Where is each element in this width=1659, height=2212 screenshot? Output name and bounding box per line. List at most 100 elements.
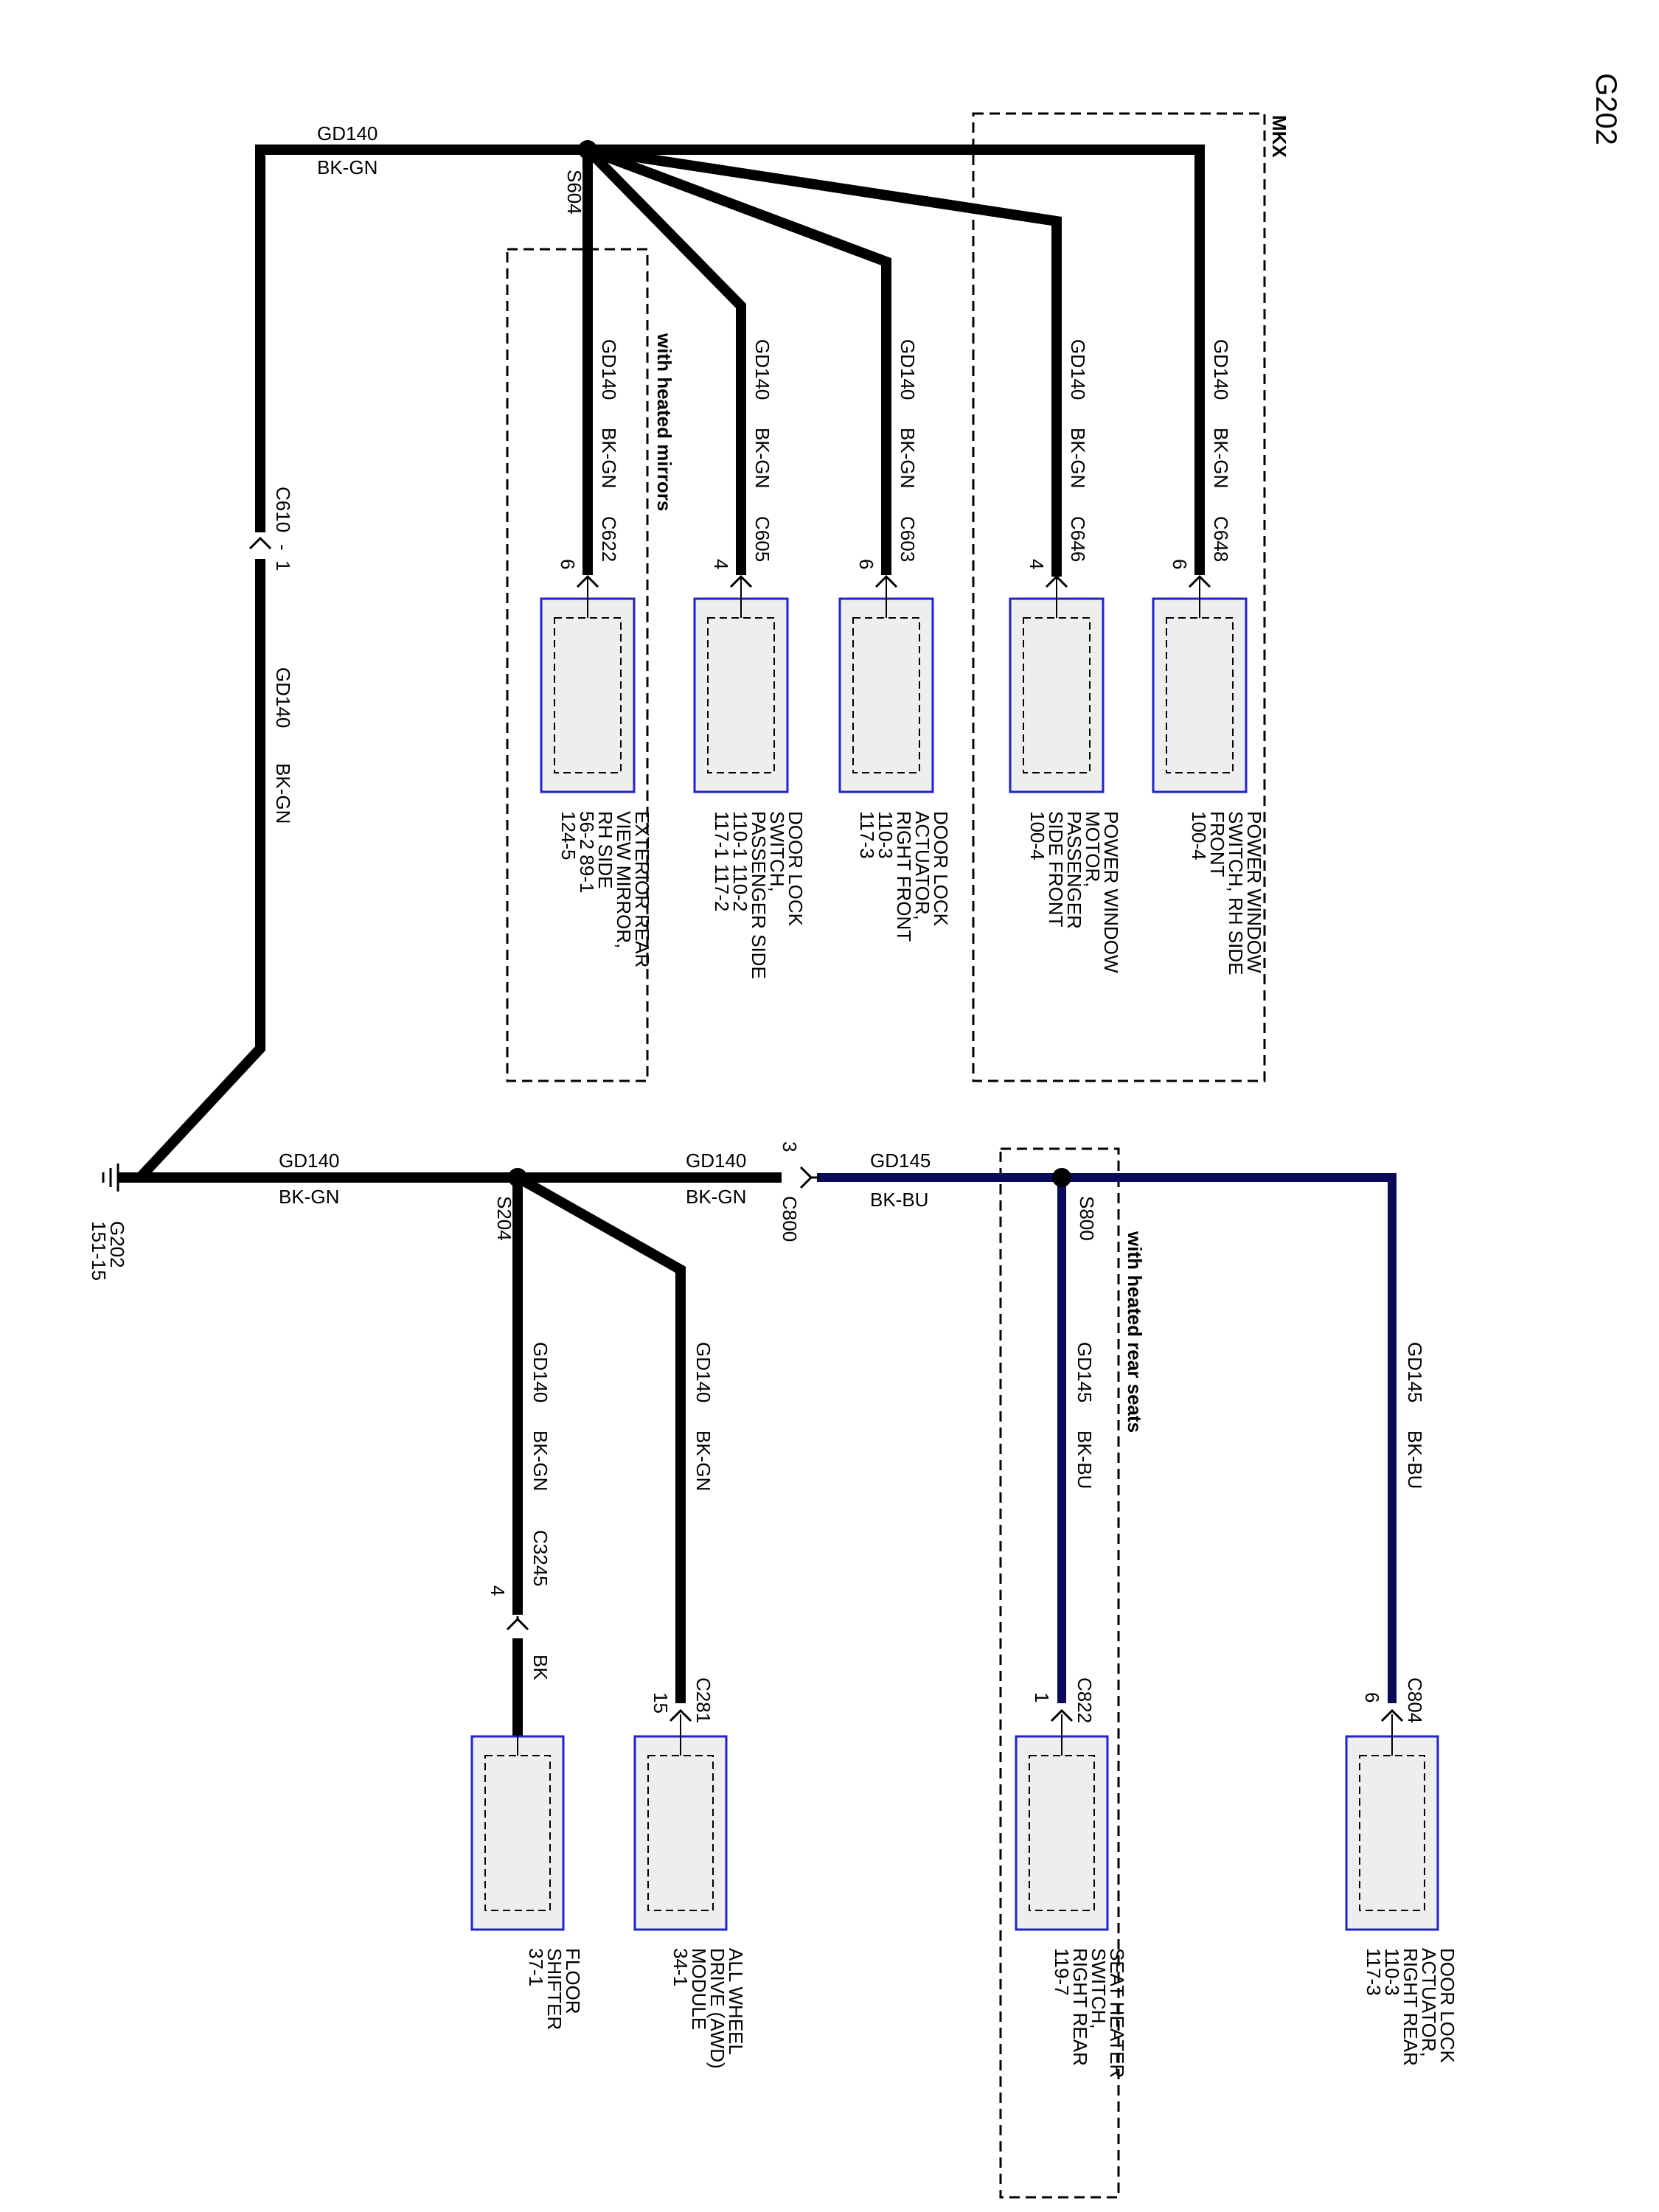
mkx-option-box <box>972 112 1266 1082</box>
c610-sep: - <box>272 544 294 551</box>
component-label-line: DRIVE (AWD) <box>706 1948 728 2069</box>
vertical-main-color: BK-GN <box>272 763 294 824</box>
c610-pin: 1 <box>272 560 294 571</box>
component-label-line: SWITCH, <box>766 811 788 892</box>
component-box <box>1152 597 1248 793</box>
top-main-color: BK-GN <box>317 156 378 178</box>
component-label-line: PASSENGER <box>1063 811 1085 929</box>
connector-icon <box>1380 1708 1404 1722</box>
component-label-line: 117-3 <box>1363 1948 1385 1996</box>
bottom-mid-color: BK-GN <box>686 1186 746 1208</box>
component-label-line: SWITCH, RH SIDE <box>1225 811 1247 975</box>
component-box <box>693 597 789 793</box>
component-label-line: DOOR LOCK <box>930 811 952 927</box>
branch-color: BK-GN <box>1210 428 1232 488</box>
branch-color: BK-GN <box>751 428 773 488</box>
component-box <box>1015 1735 1109 1931</box>
branch-circuit: GD140 <box>598 339 620 400</box>
branch-color: BK-BU <box>1404 1430 1426 1489</box>
component-box-inner <box>1029 1755 1095 1911</box>
bottom-blue-color: BK-BU <box>870 1189 928 1211</box>
branch-circuit: GD140 <box>692 1342 714 1402</box>
component-label-line: VIEW MIRROR, <box>613 811 635 948</box>
branch-wire-c603 <box>585 145 891 575</box>
component-label-line: 117-3 <box>856 811 878 859</box>
component-label-line: 124-5 <box>557 811 580 860</box>
branch-circuit: GD145 <box>1074 1342 1096 1402</box>
component-label-line: ACTUATOR, <box>1418 1948 1440 2057</box>
component-box <box>633 1735 728 1931</box>
component-box-inner <box>1166 617 1234 773</box>
branch-pin: 15 <box>650 1692 672 1714</box>
labels-layer: GD140BK-GNS604C610-1GD140BK-GNGD140BK-GN… <box>88 122 1458 2078</box>
ground-icon <box>102 1164 119 1192</box>
branch-pin: 4 <box>710 559 732 569</box>
branch-connector: C622 <box>598 516 620 562</box>
splice-s204 <box>508 1168 527 1187</box>
heated-rear-seats-label: with heated rear seats <box>1124 1231 1146 1433</box>
component-label-line: 110-3 <box>1381 1948 1403 1996</box>
c610-connector-icon <box>248 536 272 550</box>
component-label-line: 117-1 117-2 <box>711 811 733 911</box>
component-box-inner <box>1023 617 1091 773</box>
component-box-inner <box>852 617 920 773</box>
c3245-bk-wire-label: BK <box>529 1655 552 1680</box>
component-label-line: FRONT <box>1206 811 1228 877</box>
branch-color: BK-GN <box>598 428 620 488</box>
main-ground-wire <box>118 145 588 1183</box>
branch-circuit: GD140 <box>751 339 773 400</box>
component-box <box>1345 1735 1439 1931</box>
branch-circuit: GD140 <box>1067 339 1089 400</box>
branch-pin: 6 <box>855 559 877 569</box>
splice-s800 <box>1052 1168 1071 1187</box>
component-box-inner <box>484 1755 551 1911</box>
component-label-line: PASSENGER SIDE <box>748 811 770 979</box>
component-label-line: SWITCH, <box>1088 1948 1110 2029</box>
branch-connector: C605 <box>751 516 773 562</box>
component-label-line: SEAT HEATER <box>1106 1948 1128 2078</box>
branch-wire-c648 <box>588 145 1205 575</box>
component-label-line: POWER WINDOW <box>1100 811 1122 973</box>
bottom-main-circuit: GD140 <box>279 1150 339 1172</box>
branch-connector: C603 <box>897 516 919 562</box>
branch-pin: 4 <box>1026 559 1048 569</box>
branch-pin: 4 <box>487 1585 509 1596</box>
branch-connector: C804 <box>1404 1677 1426 1723</box>
component-label-line: DOOR LOCK <box>785 811 807 927</box>
branch-pin: 6 <box>1361 1692 1383 1703</box>
c800-pin: 3 <box>779 1141 801 1152</box>
connector-icon <box>1050 1708 1074 1722</box>
branch-pin: 1 <box>1031 1692 1053 1703</box>
component-label-line: 37-1 <box>525 1948 547 1986</box>
connector-icon <box>669 1708 692 1722</box>
component-box-inner <box>707 617 775 773</box>
component-label-line: 110-3 <box>874 811 897 859</box>
bottom-harness-wires <box>118 1172 782 1744</box>
branch-color: BK-BU <box>1074 1430 1096 1489</box>
heated-rear-seats-option-box <box>999 1147 1120 2199</box>
branch-pin: 6 <box>557 559 579 569</box>
branch-color: BK-GN <box>529 1430 552 1491</box>
component-label-line: 100-4 <box>1188 811 1210 860</box>
bottom-mid-circuit: GD140 <box>686 1150 746 1172</box>
splice-label-s204: S204 <box>493 1196 515 1241</box>
component-label-line: MOTOR, <box>1082 811 1104 888</box>
branch-wire-c281 <box>515 1172 686 1703</box>
component-label-line: 110-1 110-2 <box>729 811 751 911</box>
branch-connector: C281 <box>692 1677 714 1723</box>
splice-label-s800: S800 <box>1076 1196 1098 1241</box>
branch-connector: C822 <box>1074 1677 1096 1723</box>
component-label-line: RIGHT FRONT <box>893 811 915 942</box>
component-label-line: ALL WHEEL <box>725 1948 747 2055</box>
bottom-main-color: BK-GN <box>279 1186 339 1208</box>
branch-wire-c605 <box>584 146 746 575</box>
component-box-inner <box>1359 1755 1425 1911</box>
component-label-line: FLOOR <box>562 1948 584 2014</box>
branch-pin: 6 <box>1169 559 1191 569</box>
